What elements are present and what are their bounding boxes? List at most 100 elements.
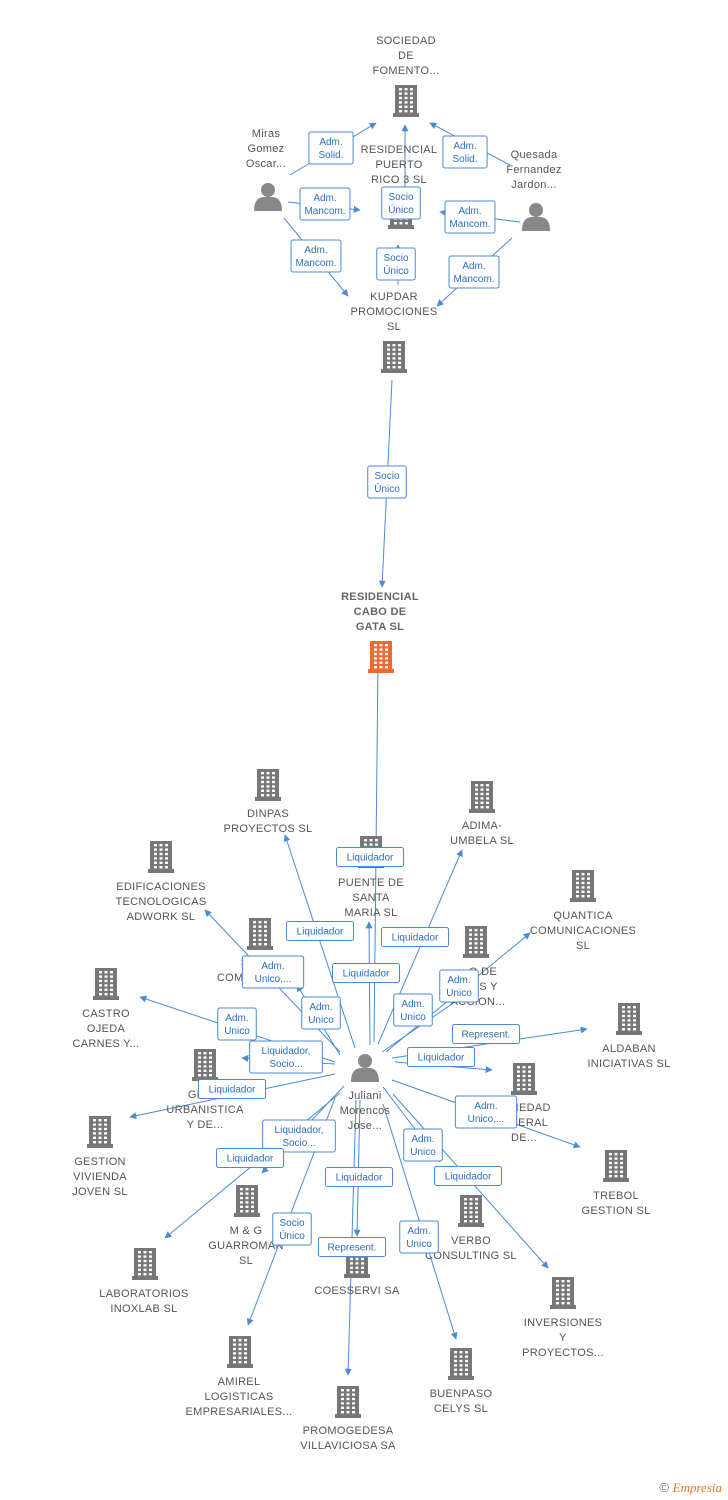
edge-label[interactable]: Adm.Unico,... bbox=[454, 1095, 518, 1129]
edge-label-text: Solid. bbox=[318, 150, 343, 161]
edge-label-text: Adm. bbox=[453, 141, 476, 152]
edge-label-text: Único bbox=[279, 1229, 305, 1242]
edge-label[interactable]: Adm.Solid. bbox=[442, 135, 488, 169]
building-icon bbox=[255, 769, 281, 801]
edge-label[interactable]: Adm.Unico,... bbox=[241, 955, 305, 989]
edge-label[interactable]: Adm.Mancom. bbox=[299, 187, 351, 221]
edge-label[interactable]: Adm.Unico bbox=[399, 1220, 439, 1254]
edge-label-text: Represent. bbox=[462, 1030, 511, 1041]
edge-label-text: Mancom. bbox=[449, 219, 490, 230]
edge-label[interactable]: Liquidador bbox=[325, 1167, 393, 1187]
edge-label-text: Unico bbox=[406, 1239, 432, 1250]
node-label: PROYECTOS... bbox=[522, 1347, 604, 1359]
building-icon bbox=[511, 1063, 537, 1095]
node-amirel[interactable]: AMIRELLOGISTICASEMPRESARIALES... bbox=[186, 1336, 293, 1418]
edge-label-text: Liquidador bbox=[209, 1085, 256, 1096]
edge-label[interactable]: Liquidador bbox=[336, 847, 404, 867]
node-verbo[interactable]: VERBO CONSULTING SL bbox=[425, 1195, 517, 1262]
node-label: SANTA bbox=[352, 892, 390, 904]
building-icon bbox=[570, 870, 596, 902]
edge-label[interactable]: Liquidador bbox=[332, 963, 400, 983]
edge-label-text: Liquidador bbox=[392, 933, 439, 944]
node-label: RESIDENCIAL bbox=[361, 144, 438, 156]
building-icon bbox=[469, 781, 495, 813]
edge-label-text: Liquidador bbox=[227, 1154, 274, 1165]
node-label: Morencos bbox=[340, 1105, 391, 1117]
edge-label-text: Liquidador bbox=[343, 969, 390, 980]
node-adima[interactable]: ADIMA-UMBELA SL bbox=[450, 781, 514, 847]
building-icon bbox=[148, 841, 174, 873]
node-juliani[interactable]: JulianiMorencosJose... bbox=[340, 1054, 391, 1132]
node-label: Jose... bbox=[348, 1120, 383, 1132]
edge-label-text: Socio... bbox=[269, 1059, 302, 1070]
building-icon bbox=[93, 968, 119, 1000]
node-label: INOXLAB SL bbox=[110, 1303, 177, 1315]
edge-label[interactable]: Adm.Mancom. bbox=[448, 255, 500, 289]
edge-label-text: Socio... bbox=[282, 1138, 315, 1149]
edge-label-text: Unico bbox=[446, 988, 472, 999]
edge-label[interactable]: Adm.Mancom. bbox=[444, 200, 496, 234]
node-label: CARNES Y... bbox=[72, 1038, 139, 1050]
building-icon bbox=[227, 1336, 253, 1368]
node-miras[interactable]: MirasGomezOscar... bbox=[246, 128, 286, 211]
edge-label[interactable]: Liquidador bbox=[286, 921, 354, 941]
edge-label[interactable]: Adm.Unico bbox=[393, 993, 433, 1027]
edge-label-text: Unico bbox=[410, 1147, 436, 1158]
edge-label[interactable]: Adm.Unico bbox=[301, 996, 341, 1030]
brand-logo[interactable]: Empresia bbox=[672, 1480, 722, 1495]
node-label: CONSULTING SL bbox=[425, 1250, 517, 1262]
edge-label[interactable]: Liquidador,Socio... bbox=[249, 1040, 323, 1074]
edge-label-text: Socio bbox=[388, 192, 413, 203]
edge-label[interactable]: Adm.Mancom. bbox=[290, 239, 342, 273]
edge-label-text: Socio bbox=[374, 471, 399, 482]
node-quesada[interactable]: QuesadaFernandezJardon... bbox=[506, 149, 561, 231]
node-label: Juliani bbox=[348, 1090, 381, 1102]
node-label: Miras bbox=[252, 128, 281, 140]
edge-label[interactable]: Liquidador bbox=[198, 1079, 266, 1099]
edge-label[interactable]: Liquidador bbox=[381, 927, 449, 947]
node-label: EMPRESARIALES... bbox=[186, 1406, 293, 1418]
edge-label[interactable]: Liquidador,Socio... bbox=[262, 1119, 336, 1153]
edge-label[interactable]: Adm.Unico bbox=[217, 1007, 257, 1041]
edge-label-text: Liquidador bbox=[418, 1053, 465, 1064]
node-label: VERBO bbox=[451, 1235, 491, 1247]
edge-label[interactable]: Liquidador bbox=[434, 1166, 502, 1186]
edge-label[interactable]: Adm.Unico bbox=[439, 969, 479, 1003]
node-label: JOVEN SL bbox=[72, 1186, 128, 1198]
node-sociedad-fomento[interactable]: SOCIEDADDEFOMENTO... bbox=[373, 35, 440, 117]
edge-label[interactable]: Represent. bbox=[452, 1024, 520, 1044]
edge-label-text: Liquidador bbox=[336, 1173, 383, 1184]
edge-label[interactable]: Liquidador bbox=[407, 1047, 475, 1067]
edge-label-text: Adm. bbox=[401, 999, 424, 1010]
node-label: GUARROMAN bbox=[208, 1240, 283, 1252]
edge-label[interactable]: Liquidador bbox=[216, 1148, 284, 1168]
node-label: AMIREL bbox=[218, 1376, 261, 1388]
edge-label[interactable]: Adm.Unico bbox=[403, 1128, 443, 1162]
edge-label-text: Mancom. bbox=[304, 206, 345, 217]
edge-label[interactable]: Represent. bbox=[318, 1237, 386, 1257]
node-inversiones[interactable]: INVERSIONESYPROYECTOS... bbox=[522, 1277, 604, 1359]
node-label: Fernandez bbox=[506, 164, 561, 176]
edge-label-text: Adm. bbox=[462, 261, 485, 272]
node-label: Quesada bbox=[511, 149, 558, 161]
node-label: SL bbox=[576, 940, 590, 952]
edge-label[interactable]: Adm.Solid. bbox=[308, 131, 354, 165]
